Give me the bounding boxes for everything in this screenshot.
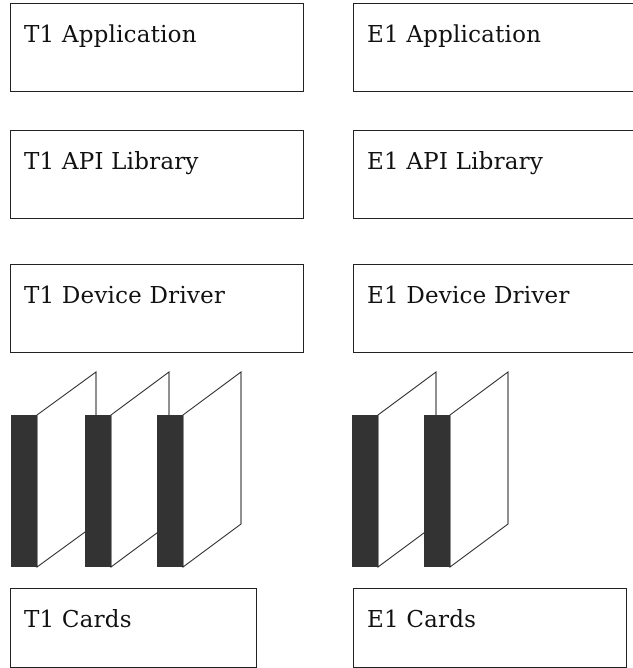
e1-application-box: E1 Application — [353, 3, 633, 92]
t1-cards-box: T1 Cards — [10, 588, 257, 668]
t1-application-label: T1 Application — [24, 22, 197, 48]
e1-device-driver-label: E1 Device Driver — [367, 283, 570, 309]
e1-api-library-label: E1 API Library — [367, 149, 544, 175]
e1-device-driver-box: E1 Device Driver — [353, 264, 633, 353]
t1-application-box: T1 Application — [10, 3, 304, 92]
t1-api-library-box: T1 API Library — [10, 130, 304, 219]
e1-card-1-icon — [352, 371, 437, 568]
e1-cards-label: E1 Cards — [367, 607, 477, 633]
card-illustrations — [11, 371, 509, 568]
t1-card-3-icon — [157, 371, 242, 568]
e1-cards-box: E1 Cards — [353, 588, 627, 668]
t1-api-library-label: T1 API Library — [24, 149, 199, 175]
e1-api-library-box: E1 API Library — [353, 130, 633, 219]
t1-cards-label: T1 Cards — [24, 607, 132, 633]
t1-card-2-icon — [85, 371, 170, 568]
t1-device-driver-box: T1 Device Driver — [10, 264, 304, 353]
t1-card-1-icon — [11, 371, 97, 568]
t1-device-driver-label: T1 Device Driver — [24, 283, 226, 309]
e1-application-label: E1 Application — [367, 22, 542, 48]
e1-card-2-icon — [424, 371, 509, 568]
